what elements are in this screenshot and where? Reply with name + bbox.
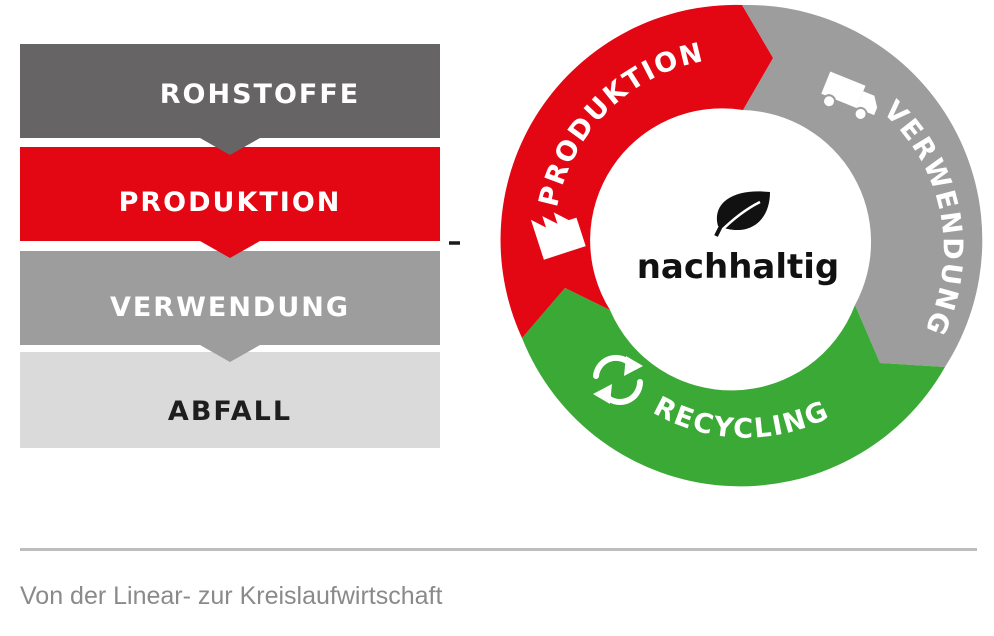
- stage-rohstoffe-label: ROHSTOFFE: [160, 79, 361, 110]
- stage-abfall-label: ABFALL: [168, 396, 292, 427]
- stage-verwendung-box: [20, 251, 440, 362]
- recycle-icon: [593, 354, 643, 405]
- cycle-segment-produktion: [500, 4, 773, 339]
- linear-flow-diagram: ABFALL VERWENDUNG PRODUKTION ROHSTOFFE: [20, 44, 460, 448]
- footer-divider: [20, 548, 977, 551]
- arrow-right-icon: [449, 241, 460, 245]
- truck-icon: [821, 71, 878, 121]
- stage-verwendung: VERWENDUNG: [20, 251, 440, 362]
- stage-rohstoffe: ROHSTOFFE: [20, 44, 440, 155]
- stage-produktion: PRODUKTION: [20, 147, 440, 258]
- cycle-segment-verwendung: [742, 4, 983, 367]
- stage-abfall-box: [20, 352, 440, 448]
- leaf-icon: [714, 191, 770, 237]
- stage-produktion-label: PRODUKTION: [119, 187, 342, 218]
- circular-flow-diagram: PRODUKTION VERWENDUNG RECYCLING nachhalt…: [500, 4, 983, 487]
- center-label: nachhaltig: [637, 247, 840, 287]
- cycle-segment-recycling: [522, 288, 945, 487]
- stage-verwendung-label: VERWENDUNG: [110, 292, 350, 323]
- stage-rohstoffe-box: [20, 44, 440, 155]
- stage-abfall: ABFALL: [20, 352, 440, 448]
- figure-caption: Von der Linear- zur Kreislaufwirtschaft: [20, 582, 443, 610]
- stage-produktion-box: [20, 147, 440, 258]
- factory-icon: [530, 212, 586, 260]
